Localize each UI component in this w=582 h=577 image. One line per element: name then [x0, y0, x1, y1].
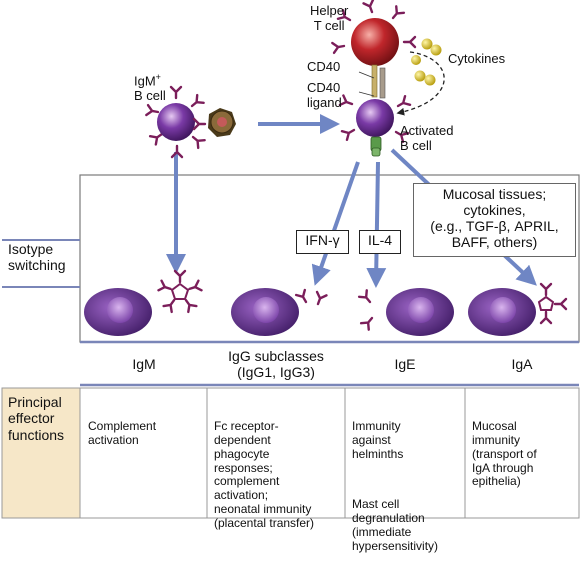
cd40-ligand-bar [371, 64, 378, 98]
effector-cell-iga: Mucosal immunity (transport of IgA throu… [472, 392, 578, 512]
igg-antibody-icon [294, 288, 328, 307]
cytokine-signal-arrow [396, 51, 445, 116]
plasma-cell-ige [386, 288, 454, 336]
effector-table [79, 387, 580, 519]
isotype-header-ige: IgE [345, 348, 465, 382]
isotype-switching-diagram [1, 0, 580, 519]
plasma-cell-igm [84, 288, 152, 336]
activated-b-cell [338, 94, 412, 157]
cd40-label: CD40 [307, 59, 341, 74]
isotype-header-ige-text: IgE [394, 356, 416, 373]
effector-text: Mucosal immunity (transport of IgA throu… [472, 418, 537, 489]
cd40-bar [379, 67, 386, 99]
effector-label-bg [1, 387, 81, 519]
arrow-to-igg [311, 161, 360, 286]
activated-b-cell-label: Activated B cell [400, 123, 454, 153]
cytokines-label: Cytokines [448, 51, 506, 66]
plasma-cell-iga [468, 288, 536, 336]
igm-pentamer-icon [157, 269, 203, 314]
effector-text: Fc receptor- dependent phagocyte respons… [214, 418, 315, 531]
cd40-ligand-pointer [358, 91, 375, 97]
effector-cell-igg: Fc receptor- dependent phagocyte respons… [214, 392, 344, 554]
isotype-header-igg: IgG subclasses (IgG1, IgG3) [207, 348, 345, 382]
helper-t-cell [331, 0, 417, 66]
effector-cell-igm: Complement activation [88, 392, 204, 471]
igm-b-cell-label: IgM+ B cell [134, 72, 166, 103]
il4-box: IL-4 [359, 230, 401, 254]
cd40-pointer [358, 71, 375, 79]
il4-label: IL-4 [367, 232, 393, 248]
effector-cell-ige: Immunity against helminths Mast cell deg… [352, 392, 464, 577]
cytokine-blobs [411, 38, 442, 86]
iga-dimer-icon [537, 282, 568, 325]
ifn-gamma-label: IFN-γ [305, 232, 340, 248]
arrow-to-ige [366, 161, 387, 288]
isotype-switching-label: Isotype switching [8, 241, 66, 273]
mucosal-label: Mucosal tissues; cytokines, (e.g., TGF-β… [430, 186, 559, 250]
effector-text: Mast cell degranulation (immediate hyper… [352, 497, 439, 554]
effector-text: Immunity against helminths [352, 418, 404, 461]
igm-b-cell [145, 85, 206, 159]
mucosal-box: Mucosal tissues; cytokines, (e.g., TGF-β… [413, 183, 576, 257]
isotype-header-igm-text: IgM [132, 356, 156, 373]
igm-b-cell-label-name: IgM [134, 73, 156, 89]
igm-b-cell-label-line2: B cell [134, 87, 166, 103]
isotype-header-iga: IgA [465, 348, 579, 382]
helper-t-cell-label: Helper T cell [310, 3, 349, 33]
effector-functions-label: Principal effector functions [8, 394, 65, 443]
antigen-microbe [192, 108, 236, 137]
isotype-header-iga-text: IgA [511, 356, 533, 373]
isotype-header-igg-text: IgG subclasses (IgG1, IgG3) [228, 348, 324, 380]
isotype-header-igm: IgM [82, 348, 206, 382]
igm-b-cell-label-plus: + [155, 72, 161, 82]
plasma-cell-igg [231, 288, 299, 336]
ige-antibody-icon [357, 289, 378, 331]
effector-text: Complement activation [88, 418, 157, 447]
cd40-ligand-label: CD40 ligand [307, 80, 342, 110]
ifn-gamma-box: IFN-γ [296, 230, 349, 254]
